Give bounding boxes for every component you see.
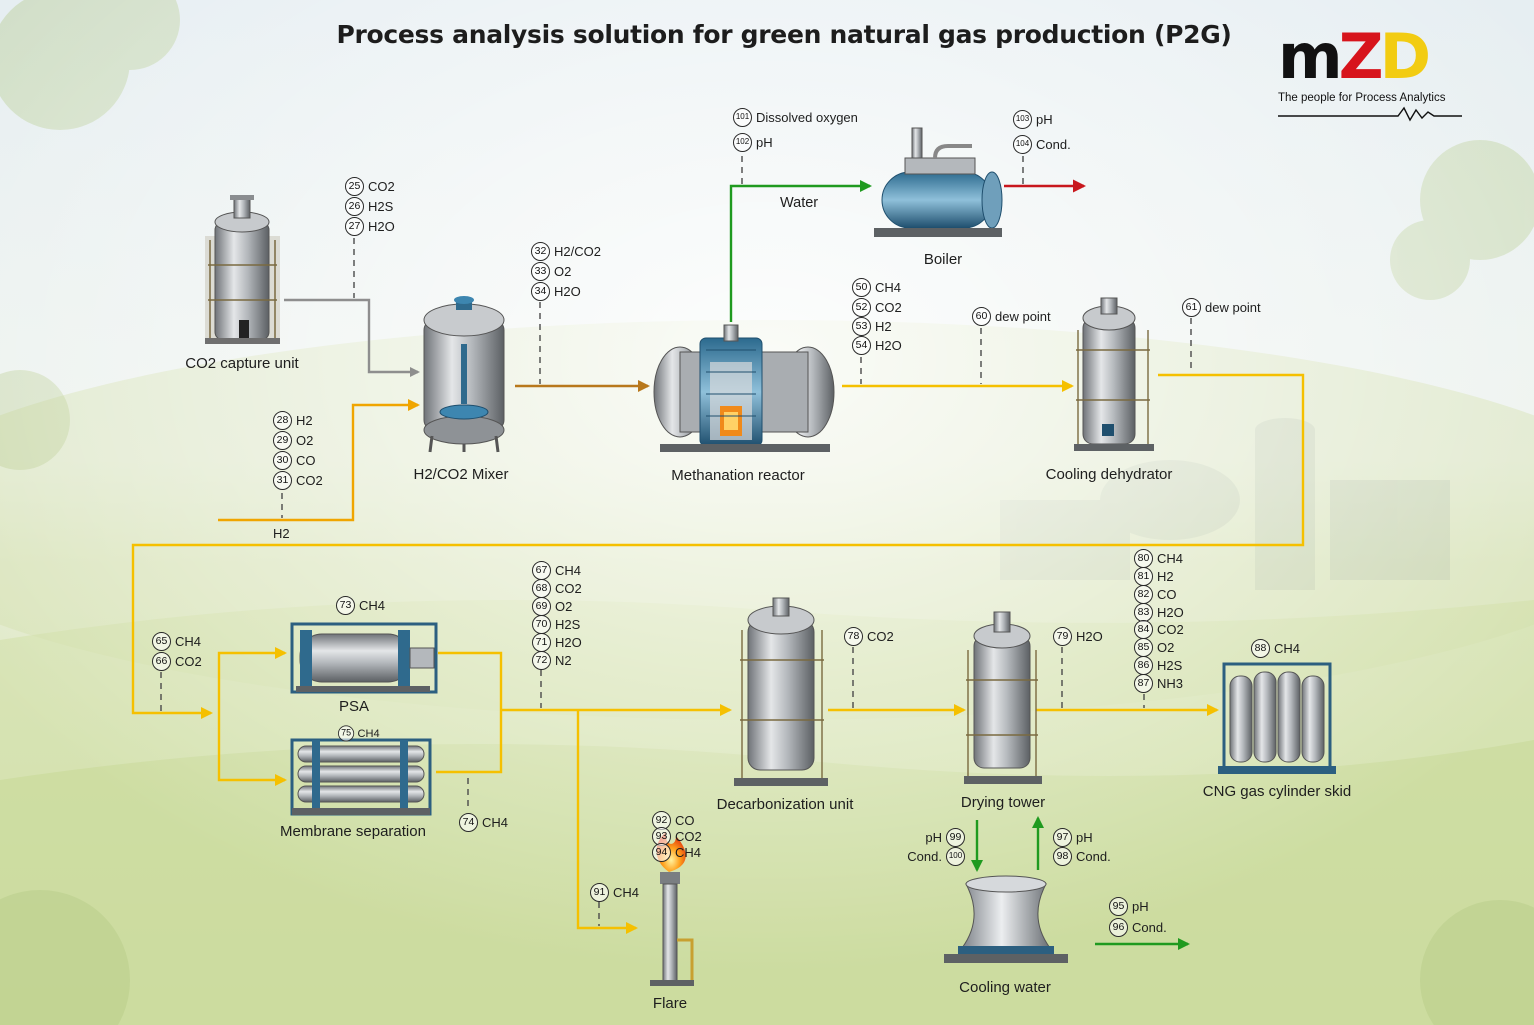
cng-skid-equipment <box>1218 662 1336 774</box>
cooling-dehydrator-equipment <box>1074 297 1154 451</box>
boiler-equipment <box>874 127 1003 237</box>
h2-feed-line <box>218 399 420 522</box>
membrane-separation-equipment <box>290 738 432 816</box>
drying-tower-equipment <box>964 611 1042 784</box>
flare-label: Flare <box>652 995 688 1012</box>
dehydrator-return-line <box>131 373 1305 719</box>
co2-capture-unit-equipment <box>205 195 280 344</box>
methanation-reactor-label: Methanation reactor <box>671 467 805 484</box>
psa-out-line <box>436 651 503 774</box>
cng-skid-label: CNG gas cylinder skid <box>1202 783 1352 800</box>
membrane-separation-label: Membrane separation <box>280 823 426 840</box>
logo-tagline: The people for Process Analytics <box>1278 92 1446 104</box>
cooling-water-label: Cooling water <box>959 979 1051 996</box>
decarbonization-unit-equipment <box>734 597 828 786</box>
cooling-water-equipment <box>944 875 1068 963</box>
to-flare-line <box>576 710 638 934</box>
mixer-label: H2/CO2 Mixer <box>413 466 509 483</box>
drying-tower-label: Drying tower <box>960 794 1046 811</box>
water-to-boiler-line <box>729 180 872 322</box>
flare-equipment <box>650 832 694 986</box>
boiler-label: Boiler <box>923 251 963 268</box>
methanation-reactor-equipment <box>653 324 835 452</box>
mixer-equipment <box>423 296 505 453</box>
logo-letter-z: Z <box>1338 20 1384 93</box>
page-title: Process analysis solution for green natu… <box>336 20 1232 49</box>
split-to-membrane-line <box>217 713 287 786</box>
psa-label: PSA <box>338 698 370 715</box>
co2-capture-to-mixer-line <box>284 298 420 377</box>
h2-stream-label: H2 <box>273 526 290 541</box>
water-stream-label: Water <box>780 195 819 211</box>
logo-letter-m: m <box>1278 20 1343 93</box>
psa-equipment <box>290 622 438 694</box>
logo-letter-d: D <box>1379 20 1432 93</box>
cooling-dehydrator-label: Cooling dehydrator <box>1045 466 1173 483</box>
mzd-logo: mZD The people for Process Analytics <box>1278 26 1468 122</box>
split-to-psa-line <box>217 647 287 713</box>
co2-capture-unit-label: CO2 capture unit <box>185 355 299 372</box>
logo-pulse-icon <box>1278 106 1462 122</box>
decarbonization-unit-label: Decarbonization unit <box>716 796 854 813</box>
